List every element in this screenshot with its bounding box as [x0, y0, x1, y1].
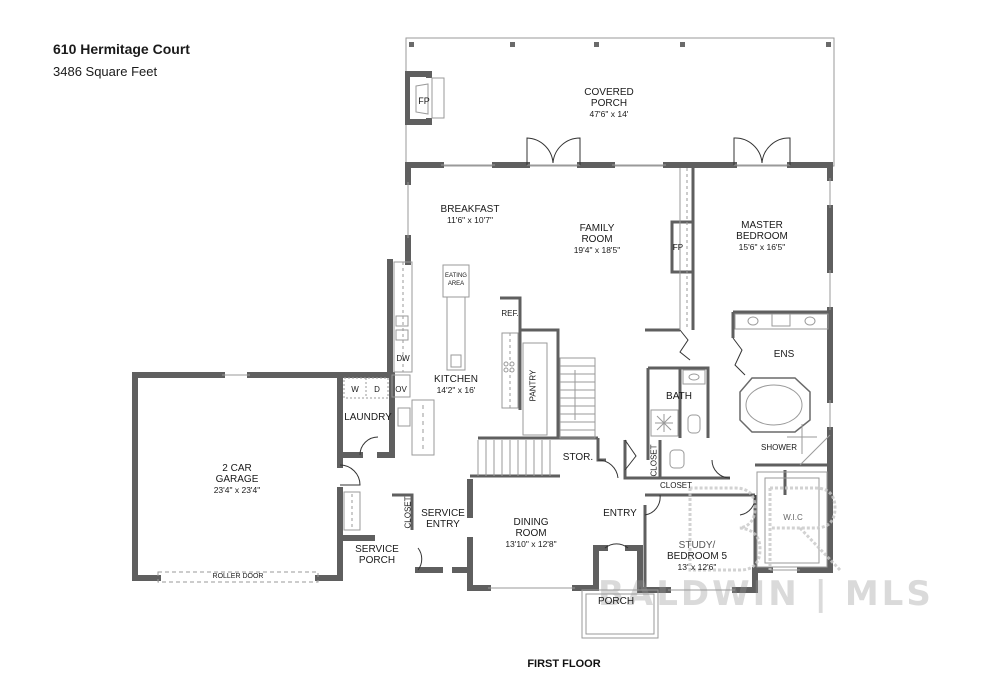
refrigerator-label: REF. [501, 309, 519, 318]
family-room-label: FAMILY ROOM 19'4" x 18'5" [573, 223, 621, 255]
fixture-lines [157, 164, 831, 639]
pantry-label: PANTRY [528, 369, 538, 402]
stor-label: STOR. [562, 452, 594, 463]
washer-label: W [351, 385, 359, 394]
eating-area-label: EATING AREA [445, 273, 467, 287]
oven-label: OV [395, 385, 407, 394]
family-fireplace-label: FP [672, 243, 684, 252]
hall-closet-label: CLOSET [659, 481, 693, 490]
roller-door-label: ROLLER DOOR [212, 573, 264, 580]
watermark-text: BALDWIN | MLS [598, 574, 934, 614]
entry-label: ENTRY [603, 508, 637, 519]
watermark-logo [688, 486, 842, 572]
porch-posts [409, 42, 831, 47]
porch-fireplace [405, 71, 445, 125]
laundry-label: LAUNDRY [344, 412, 392, 423]
master-bedroom-label: MASTER BEDROOM 15'6" x 16'5" [736, 220, 788, 252]
stair-treads-upper [559, 357, 596, 439]
bath-label: BATH [666, 391, 692, 402]
exterior-walls [132, 162, 833, 593]
garage-label: 2 CAR GARAGE 23'4" x 23'4" [213, 463, 261, 495]
floor-label: FIRST FLOOR [527, 658, 601, 670]
square-footage: 3486 Square Feet [53, 64, 158, 79]
kitchen-label: KITCHEN 14'2" x 16' [434, 374, 478, 395]
porch-label: PORCH [597, 596, 635, 607]
service-closet-label: CLOSET [403, 496, 413, 529]
ens-label: ENS [773, 349, 795, 360]
property-address: 610 Hermitage Court [53, 41, 190, 57]
covered-porch-label: COVERED PORCH 47'6" x 14' [584, 87, 634, 119]
study-label: STUDY/ BEDROOM 5 13' x 12'6" [666, 540, 728, 572]
stair-treads-lower [477, 440, 551, 476]
dining-room-label: DINING ROOM 13'10" x 12'8" [505, 517, 557, 549]
service-entry-label: SERVICE ENTRY [421, 508, 465, 530]
service-porch-label: SERVICE PORCH [355, 544, 399, 566]
wic-label: W.I.C [783, 513, 803, 522]
porch-fireplace-label: FP [418, 96, 430, 106]
breakfast-label: BREAKFAST 11'6" x 10'7" [440, 204, 500, 225]
bath-closet-label: CLOSET [649, 444, 659, 477]
dryer-label: D [374, 385, 380, 394]
interior-walls [392, 168, 830, 590]
dishwasher-label: DW [396, 354, 410, 363]
shower-label: SHOWER [761, 443, 797, 452]
door-swings [339, 137, 791, 571]
